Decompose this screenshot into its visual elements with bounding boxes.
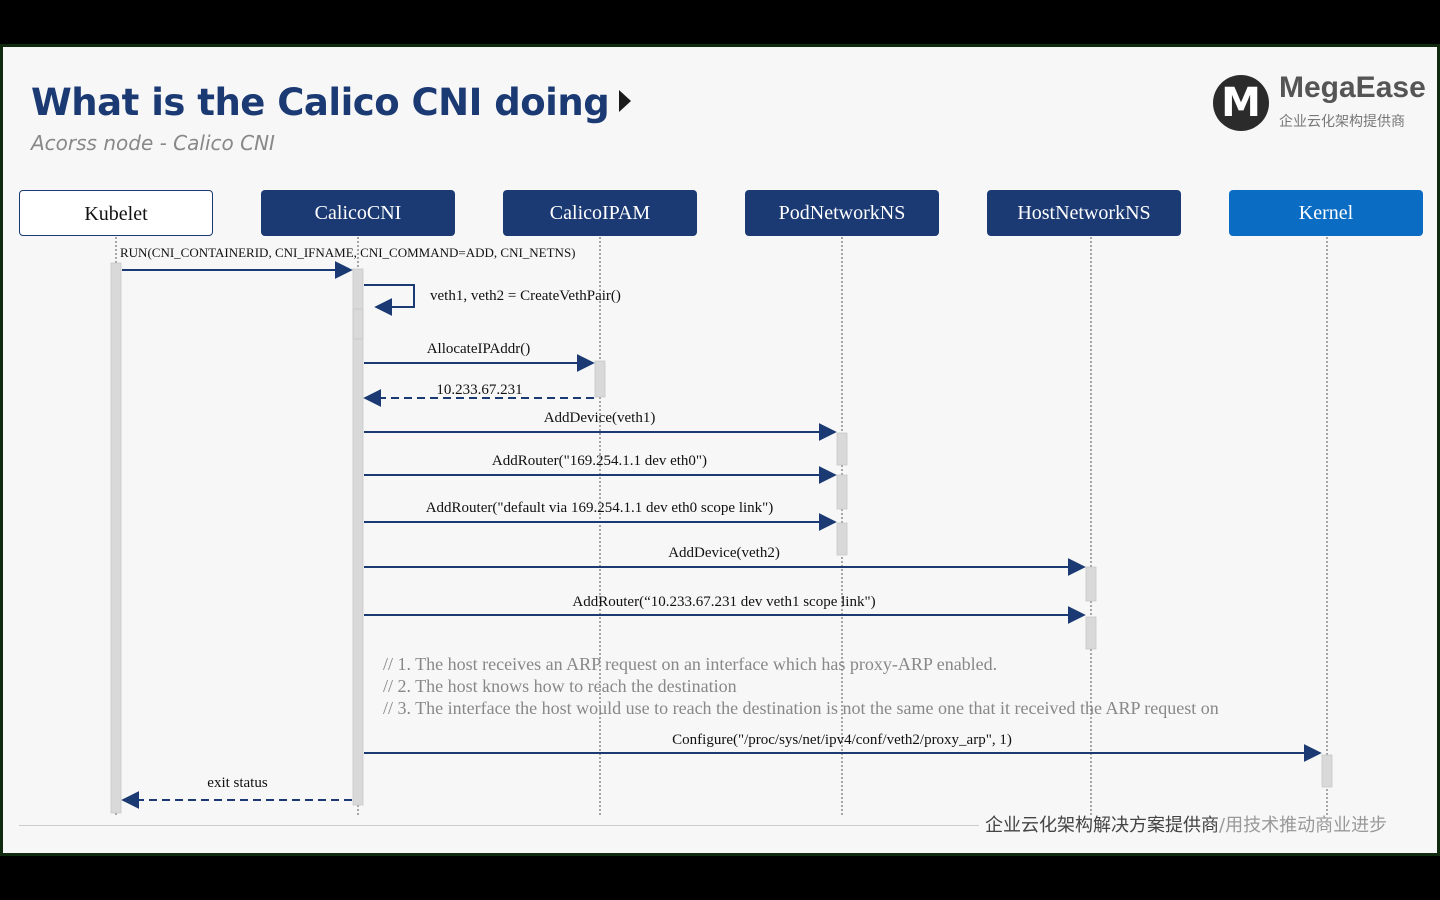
logo-name: MegaEase xyxy=(1279,71,1426,104)
message-4-label: 10.233.67.231 xyxy=(436,382,522,398)
participant-calicocni: CalicoCNI xyxy=(261,190,455,236)
footer-divider xyxy=(19,825,979,826)
participant-calicoipam: CalicoIPAM xyxy=(503,190,697,236)
activation-podnetworkns-1 xyxy=(836,432,848,466)
message-3-label: AllocateIPAddr() xyxy=(427,341,531,357)
megaease-logo-icon: M xyxy=(1213,75,1269,131)
activation-calicoipam xyxy=(594,360,606,398)
message-6-label: AddRouter("169.254.1.1 dev eth0") xyxy=(492,453,707,469)
message-5-label: AddDevice(veth1) xyxy=(544,410,656,426)
activation-calicocni xyxy=(352,268,364,806)
note-line-2: // 2. The host knows how to reach the de… xyxy=(383,676,737,696)
footer-separator: / xyxy=(1219,815,1226,836)
megaease-logo: M MegaEase 企业云化架构提供商 xyxy=(1211,71,1431,141)
note-line-3: // 3. The interface the host would use t… xyxy=(383,698,1219,718)
messages: RUN(CNI_CONTAINERID, CNI_IFNAME, CNI_COM… xyxy=(120,245,1322,809)
sequence-diagram: RUN(CNI_CONTAINERID, CNI_IFNAME, CNI_COM… xyxy=(110,237,1333,815)
message-11-label: exit status xyxy=(207,775,268,791)
participant-kernel: Kernel xyxy=(1229,190,1423,236)
participant-hostnetworkns: HostNetworkNS xyxy=(987,190,1181,236)
activation-hostnetworkns-1 xyxy=(1085,566,1097,602)
play-triangle-icon xyxy=(619,89,632,112)
activation-podnetworkns-3 xyxy=(836,522,848,556)
notes: // 1. The host receives an ARP request o… xyxy=(383,654,1219,718)
message-2-label: veth1, veth2 = CreateVethPair() xyxy=(430,288,621,304)
participant-podnetworkns: PodNetworkNS xyxy=(745,190,939,236)
lifelines xyxy=(115,237,1328,815)
message-8-label: AddDevice(veth2) xyxy=(668,545,780,561)
footer-main: 企业云化架构解决方案提供商 xyxy=(985,815,1219,836)
footer-secondary: 用技术推动商业进步 xyxy=(1225,815,1388,836)
slide-frame: What is the Calico CNI doing Acorss node… xyxy=(0,44,1440,856)
slide-title-text: What is the Calico CNI doing xyxy=(31,81,610,124)
activation-podnetworkns-2 xyxy=(836,474,848,510)
logo-tagline: 企业云化架构提供商 xyxy=(1279,114,1405,130)
slide: What is the Calico CNI doing Acorss node… xyxy=(3,47,1437,853)
activation-kernel xyxy=(1321,754,1333,788)
participant-kubelet: Kubelet xyxy=(19,190,213,236)
message-7-label: AddRouter("default via 169.254.1.1 dev e… xyxy=(426,500,774,516)
message-2-arrow xyxy=(364,284,415,316)
slide-title: What is the Calico CNI doing xyxy=(31,81,632,124)
activation-bars xyxy=(110,262,1333,814)
note-line-1: // 1. The host receives an ARP request o… xyxy=(383,654,997,674)
message-10-label: Configure("/proc/sys/net/ipv4/conf/veth2… xyxy=(672,732,1012,748)
activation-hostnetworkns-2 xyxy=(1085,616,1097,650)
message-9-label: AddRouter(“10.233.67.231 dev veth1 scope… xyxy=(572,594,875,610)
slide-subtitle: Acorss node - Calico CNI xyxy=(31,131,275,155)
message-1-label: RUN(CNI_CONTAINERID, CNI_IFNAME, CNI_COM… xyxy=(120,245,576,260)
activation-calicocni-self xyxy=(352,308,364,340)
activation-kubelet xyxy=(110,262,122,814)
footer-slogan: 企业云化架构解决方案提供商/用技术推动商业进步 xyxy=(985,811,1387,837)
